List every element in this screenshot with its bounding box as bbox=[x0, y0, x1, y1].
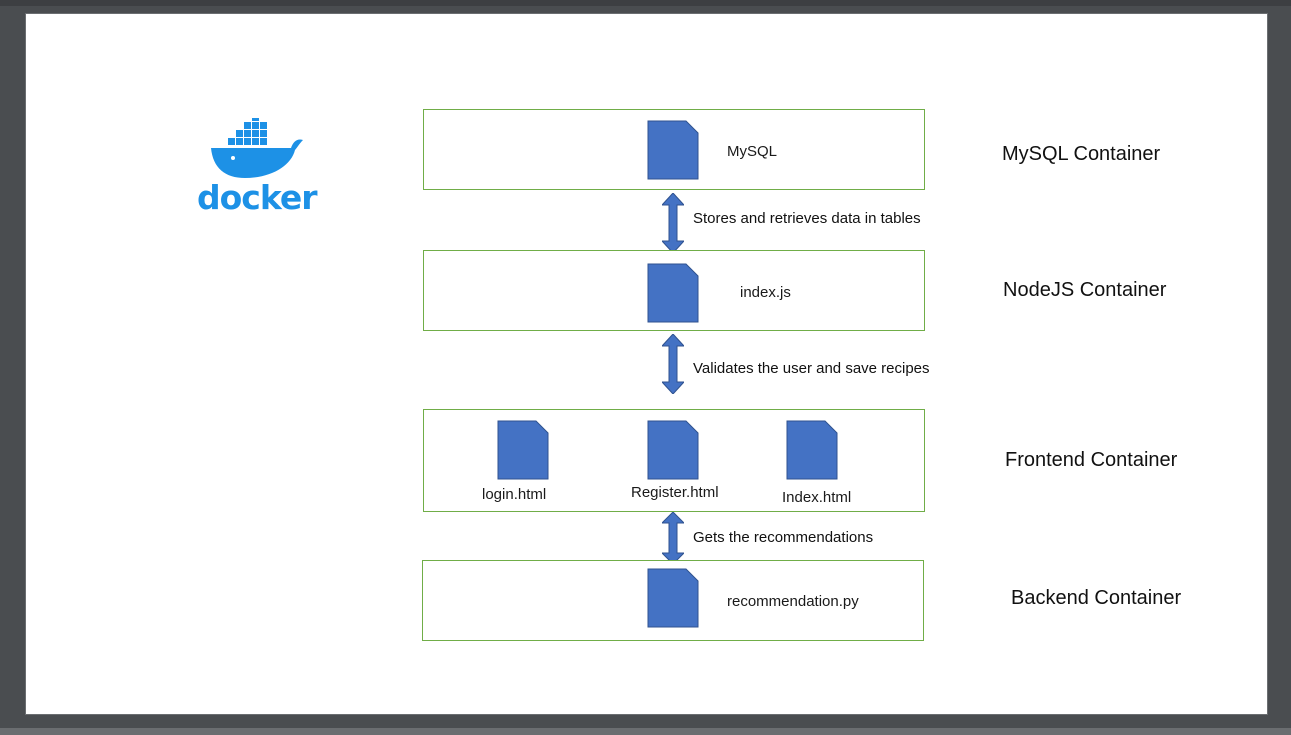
docker-whale-icon bbox=[211, 118, 303, 178]
bidirectional-arrow bbox=[662, 193, 684, 253]
file-label-index-html: Index.html bbox=[782, 489, 852, 506]
edge-label-stores: Stores and retrieves data in tables bbox=[693, 210, 921, 227]
file-label-mysql: MySQL bbox=[727, 143, 778, 160]
file-icon bbox=[647, 568, 699, 628]
frontend-container-label: Frontend Container bbox=[1005, 449, 1178, 471]
docker-wordmark: docker bbox=[197, 178, 318, 217]
file-label-indexjs: index.js bbox=[740, 284, 791, 301]
docker-logo: docker bbox=[197, 118, 318, 218]
file-icon bbox=[647, 263, 699, 323]
bidirectional-arrow bbox=[662, 334, 684, 394]
mysql-container-label: MySQL Container bbox=[1002, 143, 1161, 165]
file-label-recommendation: recommendation.py bbox=[727, 593, 859, 610]
edge-label-gets: Gets the recommendations bbox=[693, 529, 874, 546]
bidirectional-arrow bbox=[662, 512, 684, 564]
backend-container-label: Backend Container bbox=[1011, 587, 1182, 609]
nodejs-container-label: NodeJS Container bbox=[1003, 279, 1167, 301]
edge-label-validates: Validates the user and save recipes bbox=[693, 360, 930, 377]
file-icon bbox=[647, 120, 699, 180]
file-icon bbox=[497, 420, 549, 480]
file-label-login: login.html bbox=[482, 486, 547, 503]
file-icon bbox=[647, 420, 699, 480]
file-label-register: Register.html bbox=[631, 484, 719, 501]
file-icon bbox=[786, 420, 838, 480]
window-frame-top bbox=[0, 0, 1291, 6]
window-frame-bottom bbox=[0, 728, 1291, 735]
